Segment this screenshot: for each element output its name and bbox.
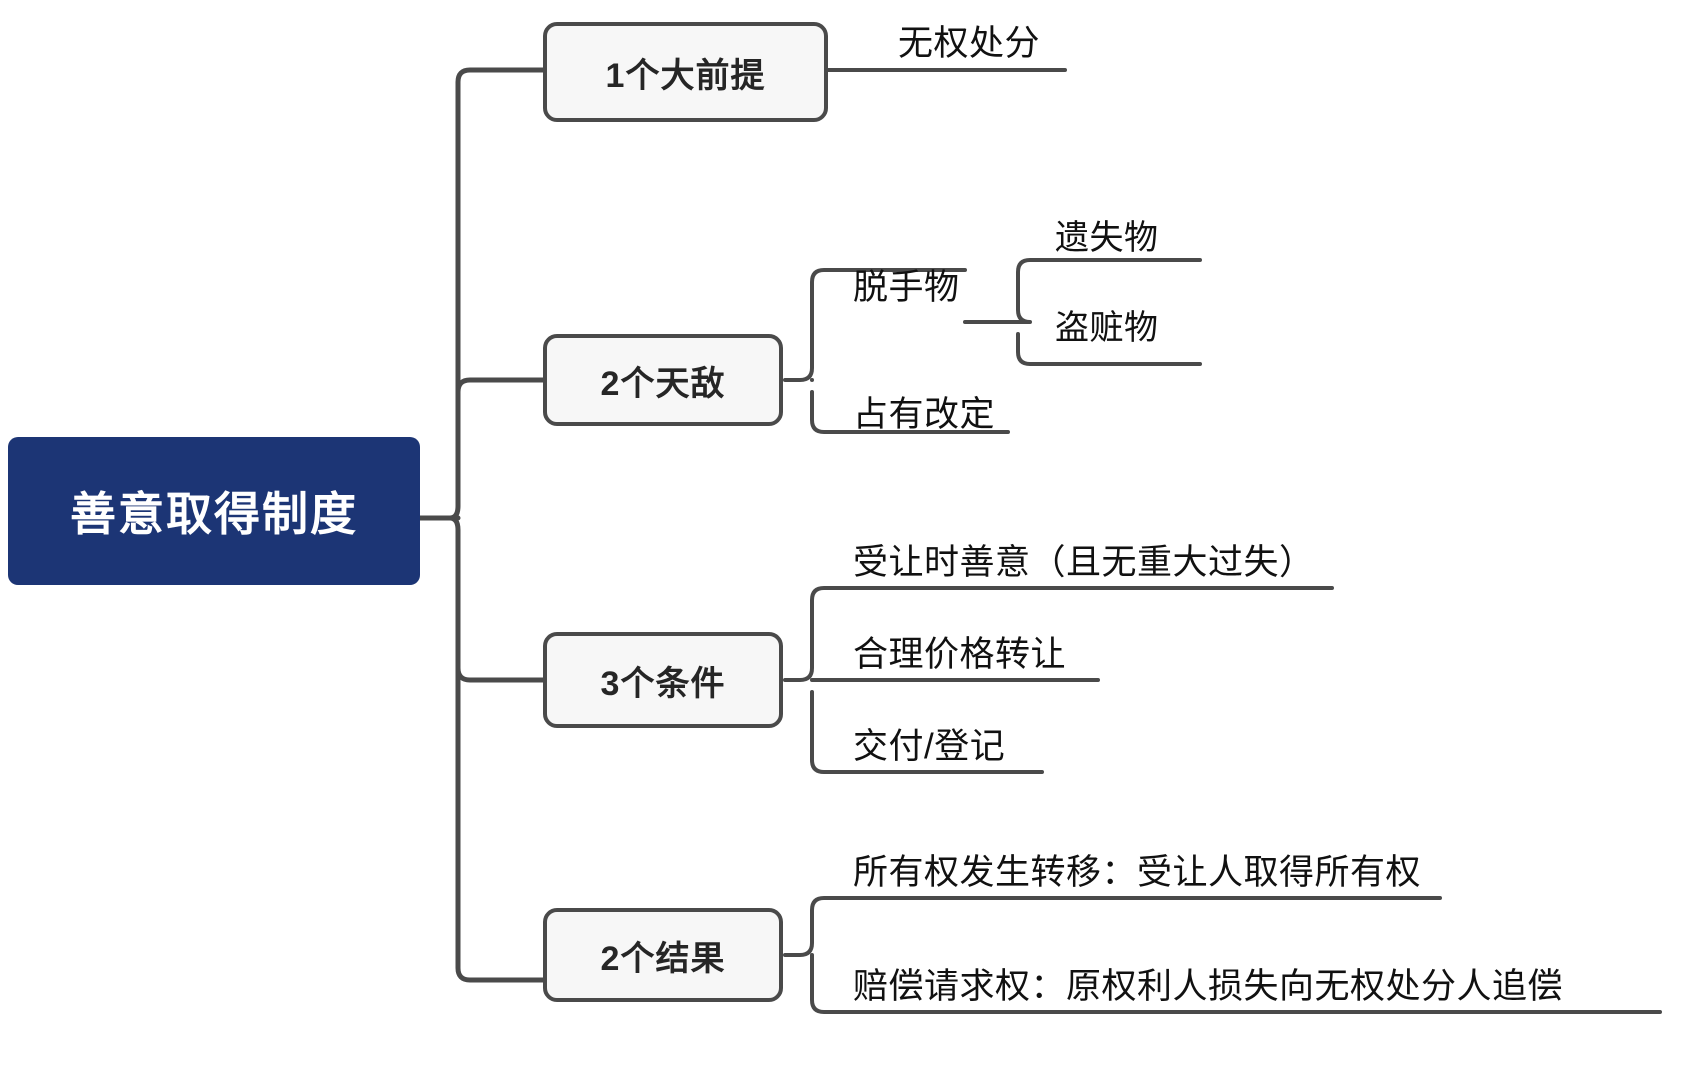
branch-node-premise[interactable]: 1个大前提 xyxy=(543,22,828,122)
wire-trunk-outer xyxy=(447,67,546,983)
leaf-enemies-detached-goods[interactable]: 脱手物 xyxy=(853,258,1113,310)
leaf-lost-property[interactable]: 遗失物 xyxy=(1055,208,1315,260)
leaf-label: 脱手物 xyxy=(853,267,960,307)
leaf-condition-delivery-registration[interactable]: 交付/登记 xyxy=(853,716,1253,770)
leaf-premise-unauthorized-disposition[interactable]: 无权处分 xyxy=(898,12,1318,68)
branch-label-results: 2个结果 xyxy=(600,939,726,978)
leaf-label: 赔偿请求权：原权利人损失向无权处分人追偿 xyxy=(853,966,1564,1006)
branch-node-enemies[interactable]: 2个天敌 xyxy=(543,334,783,426)
root-node[interactable]: 善意取得制度 xyxy=(8,437,420,585)
branch-label-conditions: 3个条件 xyxy=(600,664,726,703)
leaf-enemies-possession-alteration[interactable]: 占有改定 xyxy=(853,385,1133,437)
leaf-result-compensation-claim[interactable]: 赔偿请求权：原权利人损失向无权处分人追偿 xyxy=(853,956,1673,1010)
leaf-condition-reasonable-price[interactable]: 合理价格转让 xyxy=(853,624,1293,678)
leaf-condition-good-faith[interactable]: 受让时善意（且无重大过失） xyxy=(853,532,1473,586)
wire-trunk-to-conditions xyxy=(455,665,546,683)
leaf-label: 交付/登记 xyxy=(853,726,1006,766)
wire-results-leaf-1 xyxy=(783,896,1442,957)
branch-label-premise: 1个大前提 xyxy=(605,56,766,95)
leaf-label: 所有权发生转移：受让人取得所有权 xyxy=(853,852,1422,892)
leaf-stolen-goods[interactable]: 盗赃物 xyxy=(1055,298,1315,350)
leaf-result-ownership-transfer[interactable]: 所有权发生转移：受让人取得所有权 xyxy=(853,842,1553,896)
wire-trunk-to-enemies xyxy=(455,377,546,395)
leaf-label: 盗赃物 xyxy=(1055,308,1159,347)
branch-node-results[interactable]: 2个结果 xyxy=(543,908,783,1002)
leaf-label: 受让时善意（且无重大过失） xyxy=(853,542,1315,582)
leaf-label: 占有改定 xyxy=(853,394,996,434)
root-label: 善意取得制度 xyxy=(70,488,358,540)
leaf-label: 合理价格转让 xyxy=(853,634,1067,674)
branch-node-conditions[interactable]: 3个条件 xyxy=(543,632,783,728)
leaf-label: 无权处分 xyxy=(898,23,1041,63)
leaf-label: 遗失物 xyxy=(1055,218,1159,257)
branch-label-enemies: 2个天敌 xyxy=(600,364,726,403)
